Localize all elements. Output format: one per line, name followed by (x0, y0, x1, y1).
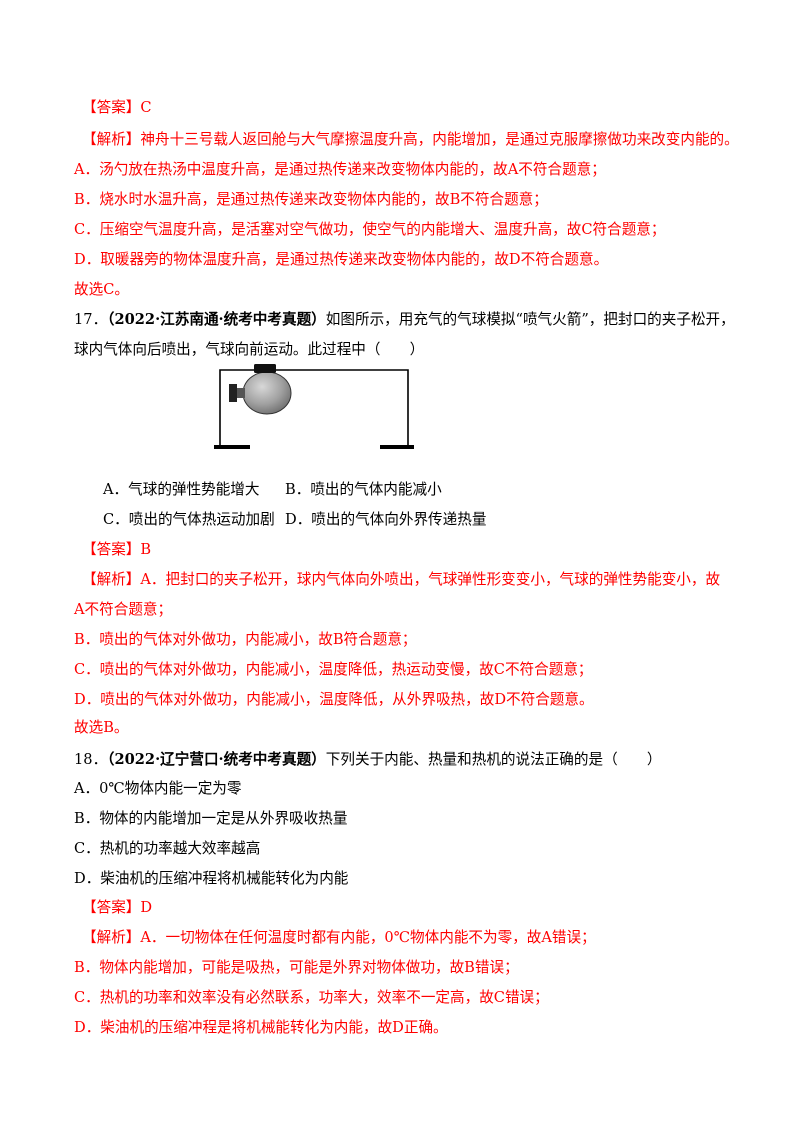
question-source: （2022·辽宁营口·统考中考真题） (107, 751, 326, 768)
q17-answer: 【答案】B (82, 540, 151, 560)
q18-analysis-line: B．物体内能增加，可能是吸热，可能是外界对物体做功，故B错误； (74, 959, 519, 976)
answer-value: D (140, 899, 153, 916)
analysis-text: 神舟十三号载人返回舱与大气摩擦温度升高，内能增加，是通过克服摩擦做功来改变内能的… (140, 131, 739, 148)
q18-option-d: D．柴油机的压缩冲程将机械能转化为内能 (74, 870, 349, 887)
question-number: 17． (74, 311, 108, 328)
balloon-neck (236, 388, 245, 398)
q18-analysis-line: D．柴油机的压缩冲程是将机械能转化为内能，故D正确。 (74, 1019, 448, 1036)
q17-stem: 17．（2022·江苏南通·统考中考真题）如图所示，用充气的气球模拟“喷气火箭”… (74, 310, 735, 330)
q18-option-b: B．物体的内能增加一定是从外界吸收热量 (74, 810, 348, 827)
q17-analysis-line: B．喷出的气体对外做功，内能减小，故B符合题意； (74, 631, 417, 648)
q16-analysis-line: C．压缩空气温度升高，是活塞对空气做功，使空气的内能增大、温度升高，故C符合题意… (74, 221, 666, 238)
q17-option-c: C．喷出的气体热运动加剧 (103, 511, 275, 528)
right-base (380, 445, 414, 449)
answer-value: B (140, 541, 152, 558)
q17-analysis-line: A不符合题意； (74, 601, 173, 618)
q17-option-b: B．喷出的气体内能减小 (285, 481, 442, 498)
left-base (214, 445, 250, 449)
q17-stem-line2: 球内气体向后喷出，气球向前运动。此过程中（ ） (74, 341, 425, 358)
balloon-rocket-figure (214, 364, 414, 449)
question-number: 18． (74, 751, 108, 768)
answer-label: 【答案】 (82, 99, 141, 116)
q18-option-c: C．热机的功率越大效率越高 (74, 840, 261, 857)
analysis-label: 【解析】 (82, 131, 141, 148)
q16-analysis: 【解析】神舟十三号载人返回舱与大气摩擦温度升高，内能增加，是通过克服摩擦做功来改… (82, 130, 739, 150)
q18-option-a: A．0℃物体内能一定为零 (74, 780, 242, 797)
analysis-label: 【解析】 (82, 929, 141, 946)
q17-option-d: D．喷出的气体向外界传递热量 (285, 511, 487, 528)
question-stem: 如图所示，用充气的气球模拟“喷气火箭”，把封口的夹子松开， (325, 311, 735, 328)
q18-answer: 【答案】D (82, 898, 152, 918)
answer-label: 【答案】 (82, 541, 141, 558)
q18-analysis: 【解析】A．一切物体在任何温度时都有内能，0℃物体内能不为零，故A错误； (82, 928, 596, 948)
q16-analysis-line: D．取暖器旁的物体温度升高，是通过热传递来改变物体内能的，故D不符合题意。 (74, 251, 609, 268)
frame-wire (219, 369, 409, 448)
q16-answer: 【答案】C (82, 98, 152, 118)
q17-analysis: 【解析】A．把封口的夹子松开，球内气体向外喷出，气球弹性形变变小，气球的弹性势能… (82, 570, 720, 590)
answer-value: C (140, 99, 152, 116)
analysis-text: A．把封口的夹子松开，球内气体向外喷出，气球弹性形变变小，气球的弹性势能变小，故 (140, 571, 721, 588)
answer-label: 【答案】 (82, 899, 141, 916)
q17-conclusion: 故选B。 (74, 719, 129, 736)
q17-option-a: A．气球的弹性势能增大 (103, 481, 260, 498)
q16-analysis-line: B．烧水时水温升高，是通过热传递来改变物体内能的，故B不符合题意； (74, 191, 548, 208)
q16-conclusion: 故选C。 (74, 281, 129, 298)
q18-stem: 18．（2022·辽宁营口·统考中考真题）下列关于内能、热量和热机的说法正确的是… (74, 750, 661, 770)
question-stem: 下列关于内能、热量和热机的说法正确的是（ ） (325, 751, 662, 768)
balloon-clip (229, 384, 237, 402)
q17-analysis-line: D．喷出的气体对外做功，内能减小，温度降低，从外界吸热，故D不符合题意。 (74, 691, 594, 708)
analysis-label: 【解析】 (82, 571, 141, 588)
q18-analysis-line: C．热机的功率和效率没有必然联系，功率大，效率不一定高，故C错误； (74, 989, 549, 1006)
question-source: （2022·江苏南通·统考中考真题） (107, 311, 326, 328)
balloon-holder (254, 364, 276, 373)
balloon (242, 371, 292, 415)
analysis-text: A．一切物体在任何温度时都有内能，0℃物体内能不为零，故A错误； (140, 929, 596, 946)
q17-analysis-line: C．喷出的气体对外做功，内能减小，温度降低，热运动变慢，故C不符合题意； (74, 661, 593, 678)
q16-analysis-line: A．汤勺放在热汤中温度升高，是通过热传递来改变物体内能的，故A不符合题意； (74, 161, 606, 178)
